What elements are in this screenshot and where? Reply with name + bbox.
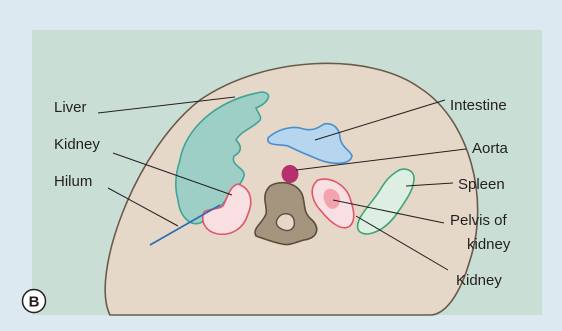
label-intestine: Intestine: [450, 97, 507, 114]
label-kidney-right: Kidney: [456, 272, 502, 289]
label-spleen: Spleen: [458, 176, 505, 193]
label-pelvis-line1: Pelvis of: [450, 212, 508, 229]
vertebral-canal: [276, 214, 294, 231]
label-liver: Liver: [54, 99, 87, 116]
label-kidney-left: Kidney: [54, 136, 100, 153]
aorta-shape: [282, 165, 299, 183]
panel-letter: B: [29, 294, 40, 311]
label-pelvis-line2: kidney: [467, 236, 511, 253]
label-hilum: Hilum: [54, 173, 92, 190]
label-aorta: Aorta: [472, 140, 509, 157]
